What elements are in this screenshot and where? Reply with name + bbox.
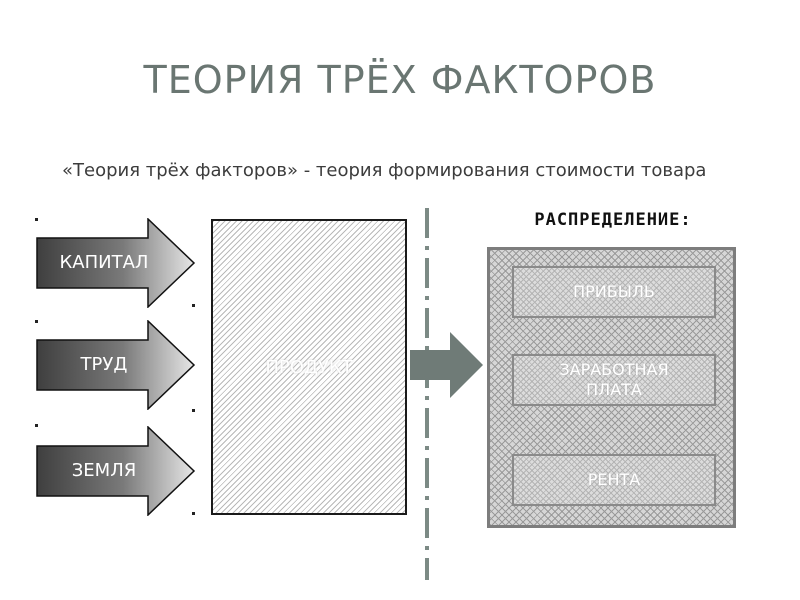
factor-arrow-labor: ТРУД (36, 320, 196, 410)
factor-label-labor: ТРУД (80, 354, 128, 375)
distribution-item-rent: РЕНТА (512, 454, 716, 506)
slide-subtitle: «Теория трёх факторов» - теория формиров… (62, 160, 707, 181)
bullet-dot (35, 320, 38, 323)
dashed-divider (425, 208, 429, 580)
factor-arrow-capital: КАПИТАЛ (36, 218, 196, 308)
product-label: ПРОДУКТ (265, 357, 353, 378)
right-arrow-icon (36, 320, 196, 410)
bullet-dot (192, 409, 195, 412)
bullet-dot (35, 424, 38, 427)
factor-label-land: ЗЕМЛЯ (71, 460, 137, 481)
product-box: ПРОДУКТ (211, 219, 407, 515)
distribution-title: РАСПРЕДЕЛЕНИЕ: (534, 210, 692, 230)
slide-title: ТЕОРИЯ ТРЁХ ФАКТОРОВ (143, 58, 657, 102)
bullet-dot (35, 218, 38, 221)
right-arrow-icon (36, 218, 196, 308)
distribution-item-profit: ПРИБЫЛЬ (512, 266, 716, 318)
distribution-box: ПРИБЫЛЬ ЗАРАБОТНАЯ ПЛАТА РЕНТА (487, 247, 736, 528)
big-right-arrow-icon (410, 332, 483, 398)
factor-arrow-land: ЗЕМЛЯ (36, 426, 196, 516)
right-arrow-icon (36, 426, 196, 516)
distribution-item-wages: ЗАРАБОТНАЯ ПЛАТА (512, 354, 716, 406)
bullet-dot (192, 304, 195, 307)
factor-label-capital: КАПИТАЛ (59, 252, 149, 273)
bullet-dot (192, 512, 195, 515)
